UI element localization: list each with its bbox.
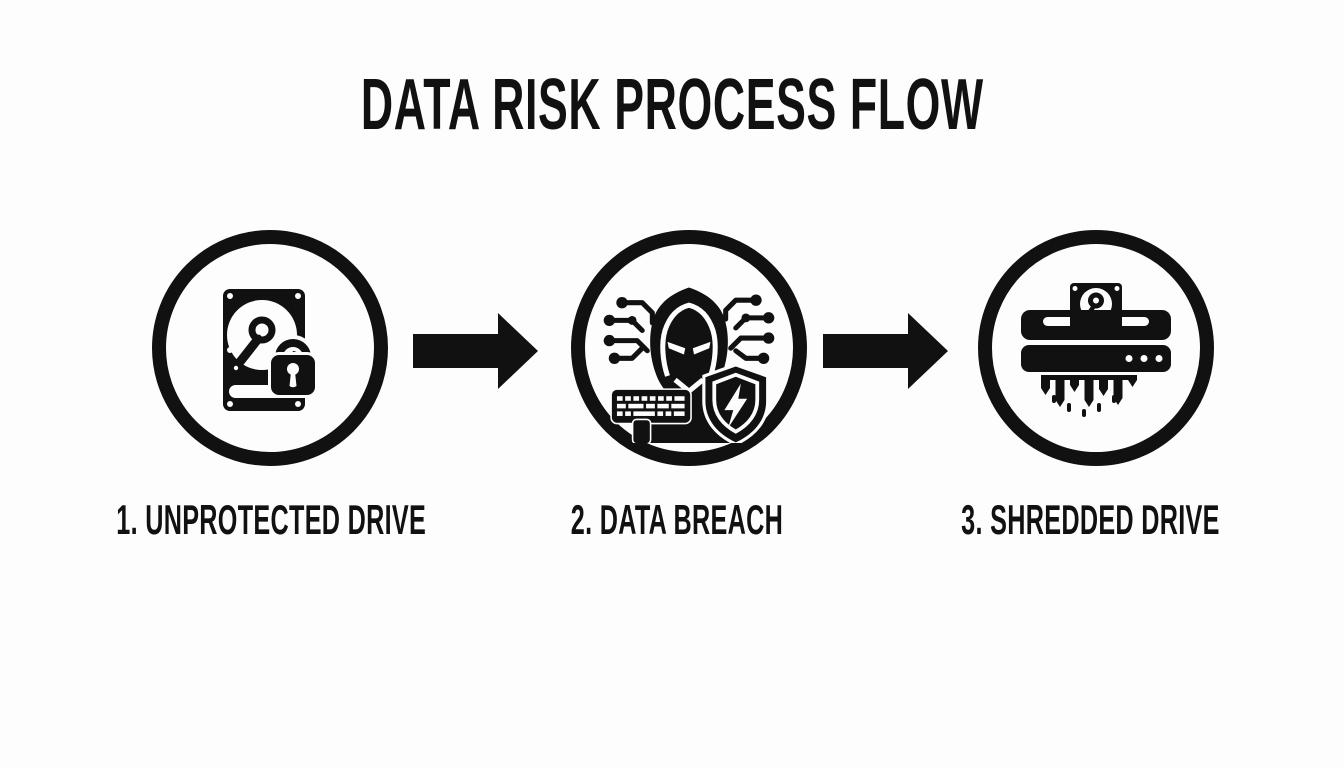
step-1-circle bbox=[152, 230, 388, 466]
diagram-title: DATA RISK PROCESS FLOW bbox=[0, 64, 1344, 146]
hacker-breach-icon bbox=[603, 287, 775, 443]
flow-arrow-right-icon bbox=[823, 313, 948, 389]
shredded-drive-icon bbox=[1021, 282, 1171, 417]
step-3-label-text: 3. SHREDDED DRIVE bbox=[960, 496, 1220, 543]
step-2-circle bbox=[571, 230, 807, 466]
step-1-label-text: 1. UNPROTECTED DRIVE bbox=[116, 496, 426, 543]
hard-drive-lock-icon bbox=[223, 289, 318, 411]
step-3-label: 3. SHREDDED DRIVE bbox=[830, 496, 1344, 544]
step-3-circle bbox=[978, 230, 1214, 466]
diagram-title-text: DATA RISK PROCESS FLOW bbox=[360, 65, 984, 145]
flow-arrow-right-icon bbox=[413, 313, 538, 389]
step-2-label-text: 2. DATA BREACH bbox=[570, 496, 784, 543]
step-1-label: 1. UNPROTECTED DRIVE bbox=[11, 496, 531, 544]
step-2-label: 2. DATA BREACH bbox=[417, 496, 937, 544]
